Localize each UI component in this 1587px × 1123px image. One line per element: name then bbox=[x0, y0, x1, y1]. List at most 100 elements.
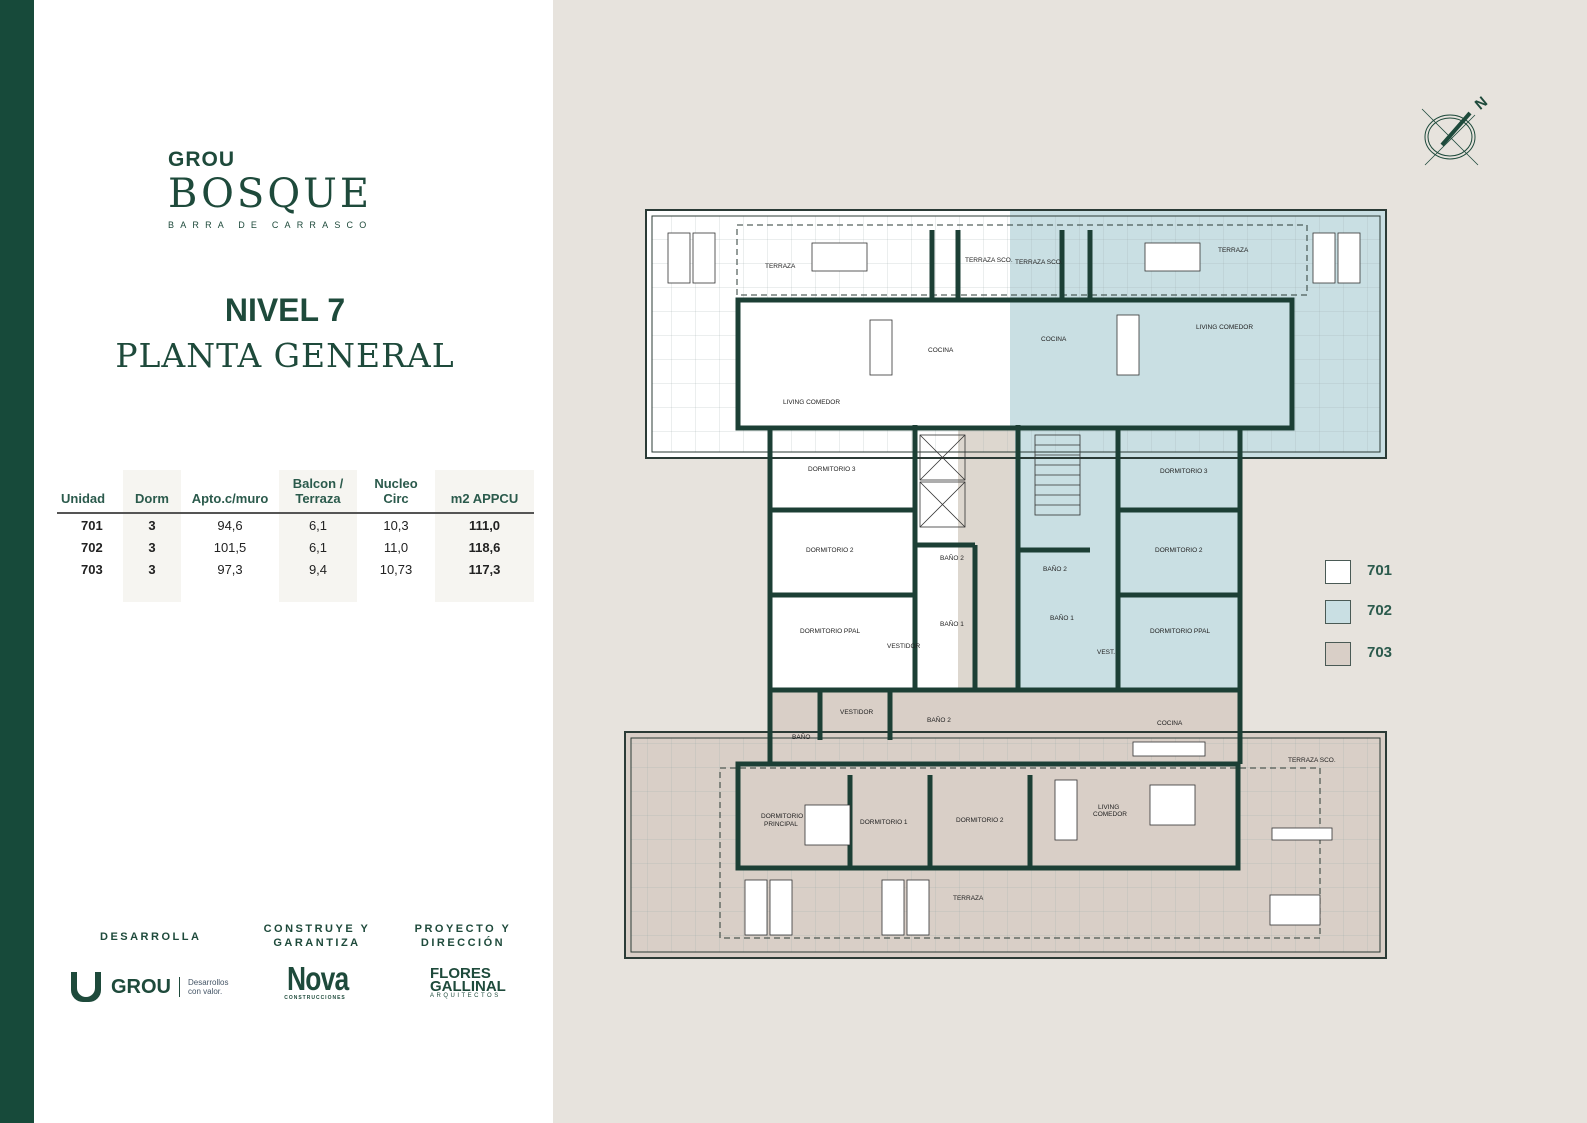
cell: 3 bbox=[123, 558, 181, 580]
cell: 117,3 bbox=[435, 558, 534, 580]
zone-703-upper bbox=[768, 690, 1240, 735]
room-label: LIVING COMEDOR bbox=[1196, 324, 1253, 331]
room-label: COCINA bbox=[1041, 336, 1067, 343]
flores-gallinal-logo: FLORES GALLINAL ARQUITECTOS bbox=[430, 965, 506, 999]
brand-bosque: BOSQUE bbox=[168, 171, 373, 217]
col-dorm: Dorm bbox=[123, 470, 181, 514]
room-label: TERRAZA bbox=[953, 895, 984, 902]
room-label: TERRAZA SCO. bbox=[1288, 757, 1336, 764]
units-table: Unidad Dorm Apto.c/muro Balcon / Terraza… bbox=[57, 470, 534, 602]
room-label: TERRAZA SCO. bbox=[1015, 259, 1063, 266]
zone-702-rooms bbox=[1015, 425, 1240, 690]
room-label: COMEDOR bbox=[1093, 811, 1127, 818]
cell: 9,4 bbox=[279, 558, 357, 580]
stairs-icon bbox=[1034, 434, 1081, 516]
cell: 3 bbox=[123, 513, 181, 536]
room-label: PRINCIPAL bbox=[764, 821, 798, 828]
grou-wordmark: GROU bbox=[111, 975, 171, 998]
room-label: DORMITORIO 2 bbox=[956, 817, 1004, 824]
room-label: BAÑO bbox=[792, 732, 810, 741]
brand-grou: GROU bbox=[168, 148, 235, 171]
brand-location: BARRA DE CARRASCO bbox=[168, 220, 373, 230]
cell: 702 bbox=[81, 539, 103, 555]
room-label: DORMITORIO 2 bbox=[806, 547, 854, 554]
room-label: DORMITORIO 3 bbox=[1160, 468, 1208, 475]
room-label: DORMITORIO bbox=[761, 813, 803, 820]
compass-icon: N bbox=[1420, 94, 1500, 175]
spacer bbox=[435, 580, 534, 602]
room-label: BAÑO 1 bbox=[1050, 613, 1074, 622]
zone-701-rooms bbox=[768, 425, 958, 690]
room-label: TERRAZA SCO. bbox=[965, 257, 1013, 264]
elevator-icon bbox=[919, 434, 966, 528]
level-title: NIVEL 7 bbox=[224, 292, 346, 328]
col-unidad: Unidad bbox=[57, 470, 123, 514]
cell: 10,3 bbox=[383, 517, 409, 533]
room-label: DORMITORIO 1 bbox=[860, 819, 908, 826]
divider bbox=[179, 977, 180, 997]
nova-logo: Nova CONSTRUCCIONES bbox=[280, 962, 350, 1001]
furniture bbox=[667, 232, 1361, 936]
room-label: DORMITORIO 3 bbox=[808, 466, 856, 473]
cell: 118,6 bbox=[435, 536, 534, 558]
col-apto: Apto.c/muro bbox=[181, 470, 279, 514]
room-label: BAÑO 2 bbox=[1043, 564, 1067, 573]
legend-swatch bbox=[1325, 560, 1351, 584]
top-interior-702 bbox=[1010, 298, 1294, 430]
table-row: 703 3 97,3 9,4 10,73 117,3 bbox=[57, 558, 534, 580]
room-label: BAÑO 2 bbox=[927, 715, 951, 724]
spacer bbox=[357, 580, 435, 602]
cell: 11,0 bbox=[383, 539, 409, 555]
fg-word2: GALLINAL bbox=[430, 978, 506, 995]
floor-plan: TERRAZA TERRAZA SCO. TERRAZA SCO. TERRAZ… bbox=[624, 209, 1387, 959]
cell: 101,5 bbox=[213, 539, 247, 555]
cell: 6,1 bbox=[279, 536, 357, 558]
table-header-row: Unidad Dorm Apto.c/muro Balcon / Terraza… bbox=[57, 470, 534, 514]
room-label: TERRAZA bbox=[1218, 247, 1249, 254]
legend-label: 701 bbox=[1367, 562, 1393, 579]
cell: 6,1 bbox=[279, 513, 357, 536]
room-label: LIVING COMEDOR bbox=[783, 399, 840, 406]
cell: 701 bbox=[81, 517, 103, 533]
room-label: VEST. bbox=[1097, 649, 1115, 656]
spacer bbox=[181, 580, 279, 602]
room-label: VESTIDOR bbox=[887, 643, 921, 650]
room-label: BAÑO 2 bbox=[940, 553, 964, 562]
cell: 3 bbox=[123, 536, 181, 558]
fg-word1: FLORES bbox=[430, 965, 491, 982]
col-balcon: Balcon / Terraza bbox=[279, 470, 357, 514]
credit-develops: DESARROLLA bbox=[100, 931, 202, 943]
room-label: LIVING bbox=[1098, 804, 1119, 811]
nova-subtitle: CONSTRUCCIONES bbox=[284, 995, 346, 1001]
legend-label: 702 bbox=[1367, 602, 1393, 619]
room-label: DORMITORIO 2 bbox=[1155, 547, 1203, 554]
legend-swatch bbox=[1325, 642, 1351, 666]
nova-wordmark: Nova bbox=[287, 960, 349, 997]
room-label: COCINA bbox=[928, 347, 954, 354]
spacer bbox=[279, 580, 357, 602]
room-label: DORMITORIO PPAL bbox=[1150, 628, 1210, 635]
fg-subtitle: ARQUITECTOS bbox=[430, 993, 501, 999]
table-row: 701 3 94,6 6,1 10,3 111,0 bbox=[57, 513, 534, 536]
table-row: 702 3 101,5 6,1 11,0 118,6 bbox=[57, 536, 534, 558]
col-nucleo: Nucleo Circ bbox=[357, 470, 435, 514]
legend-label: 703 bbox=[1367, 644, 1393, 661]
cell: 703 bbox=[81, 561, 103, 577]
cell: 94,6 bbox=[217, 517, 243, 533]
legend-swatch bbox=[1325, 600, 1351, 624]
room-label: TERRAZA bbox=[765, 263, 796, 270]
room-label: BAÑO 1 bbox=[940, 619, 964, 628]
credit-builds: CONSTRUYE Y GARANTIZA bbox=[263, 923, 371, 949]
grou-shield-icon bbox=[71, 972, 101, 1002]
room-label: VESTIDOR bbox=[840, 709, 874, 716]
spacer bbox=[123, 580, 181, 602]
grou-logo: GROU Desarrollos con valor. bbox=[71, 972, 232, 1002]
credit-project: PROYECTO Y DIRECCIÓN bbox=[414, 923, 512, 949]
left-accent-stripe bbox=[0, 0, 34, 1123]
room-label: COCINA bbox=[1157, 720, 1183, 727]
spacer bbox=[57, 580, 123, 602]
col-m2: m2 APPCU bbox=[435, 470, 534, 514]
cell: 111,0 bbox=[435, 513, 534, 536]
grou-tagline: Desarrollos con valor. bbox=[188, 978, 229, 996]
project-logo: GROU BOSQUE BARRA DE CARRASCO bbox=[168, 148, 372, 230]
